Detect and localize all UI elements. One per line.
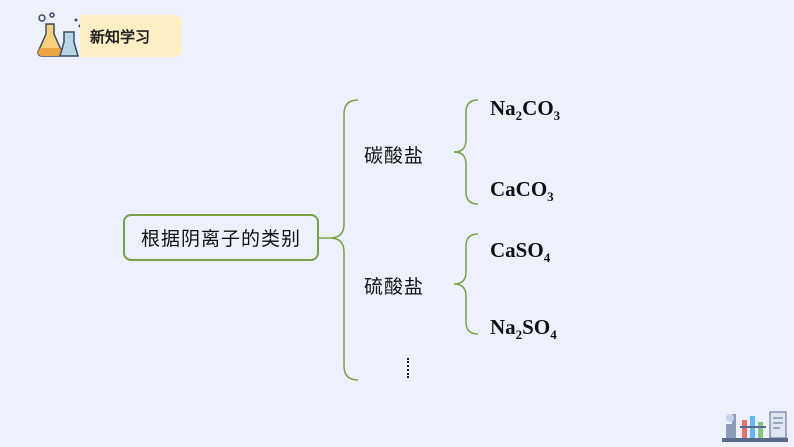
section-tag: 新知学习 bbox=[80, 15, 182, 57]
group-label: 硫酸盐 bbox=[364, 276, 425, 298]
formula-na2so4: Na2SO4 bbox=[490, 315, 557, 342]
group-carbonate: 碳酸盐 bbox=[364, 141, 424, 168]
lab-equipment-icon bbox=[722, 411, 788, 442]
group-sulfate: 硫酸盐 bbox=[364, 272, 424, 299]
formula-caso4: CaSO4 bbox=[490, 238, 551, 265]
root-label: 根据阴离子的类别 bbox=[140, 228, 301, 250]
lab-flask-icon bbox=[37, 12, 82, 57]
group-label: 碳酸盐 bbox=[364, 145, 425, 167]
formula-caco3: CaCO3 bbox=[490, 177, 554, 204]
ellipsis-dots bbox=[407, 358, 409, 378]
formula-na2co3: Na2CO3 bbox=[490, 96, 561, 123]
section-title: 新知学习 bbox=[90, 27, 151, 46]
root-node: 根据阴离子的类别 bbox=[123, 214, 319, 261]
